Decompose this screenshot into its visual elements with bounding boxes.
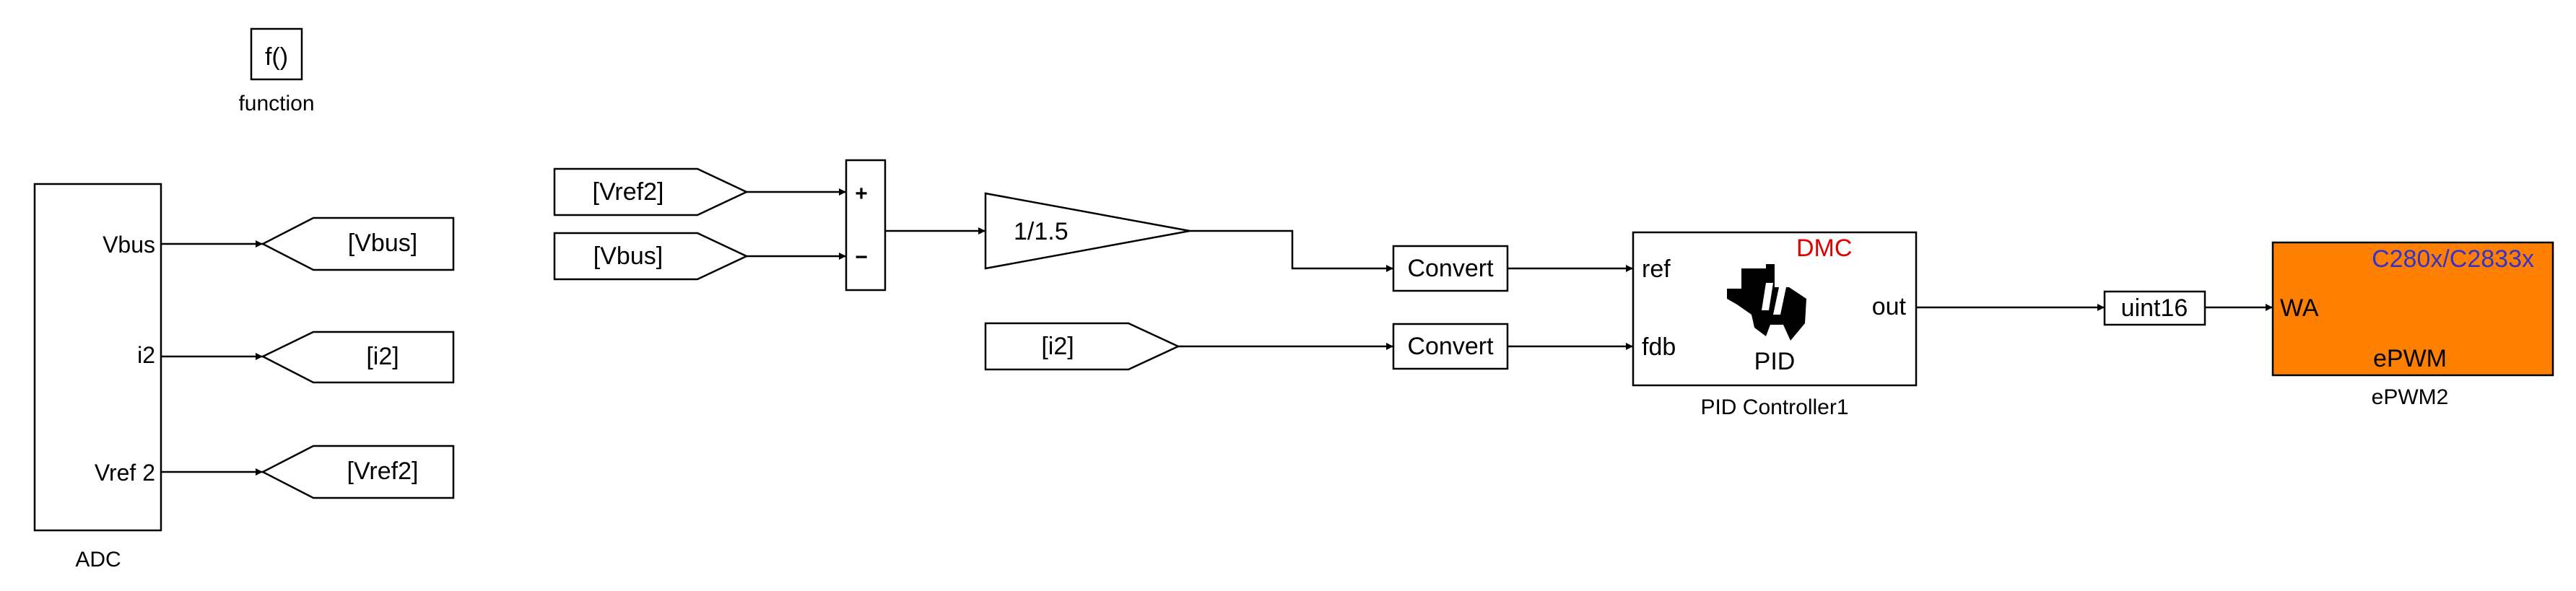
- function-caption: function: [238, 92, 314, 115]
- from-i2-label: [i2]: [1041, 333, 1074, 360]
- gain-block[interactable]: 1/1.5: [984, 192, 1191, 270]
- goto-vref2-label: [Vref2]: [347, 458, 419, 485]
- sum-block[interactable]: + −: [845, 159, 887, 292]
- pid-input-ref: ref: [1642, 255, 1671, 283]
- goto-i2[interactable]: [i2]: [261, 330, 455, 384]
- pid-name: PID: [1754, 348, 1796, 375]
- sum-sign-minus: −: [855, 245, 868, 269]
- adc-block[interactable]: Vbus i2 Vref 2: [33, 183, 162, 532]
- function-block[interactable]: f(): [250, 27, 303, 81]
- epwm-caption: ePWM2: [2372, 385, 2449, 409]
- adc-port-vbus: Vbus: [103, 232, 155, 258]
- uint16-convert-block[interactable]: uint16: [2103, 290, 2206, 326]
- pid-caption: PID Controller1: [1700, 395, 1848, 419]
- goto-vbus-label: [Vbus]: [348, 229, 417, 257]
- goto-vbus[interactable]: [Vbus]: [261, 216, 455, 271]
- epwm-chip-label: C280x/C2833x: [2372, 245, 2534, 273]
- pid-input-fdb: fdb: [1642, 333, 1676, 361]
- uint16-label: uint16: [2121, 294, 2188, 322]
- epwm-block[interactable]: C280x/C2833x WA ePWM: [2271, 241, 2554, 377]
- function-symbol: f(): [265, 43, 288, 71]
- pid-dmc-badge: DMC: [1796, 235, 1852, 262]
- goto-i2-label: [i2]: [366, 343, 399, 370]
- epwm-name: ePWM: [2373, 345, 2447, 372]
- from-vref2-label: [Vref2]: [593, 178, 664, 206]
- convert-fdb-block[interactable]: Convert: [1392, 323, 1509, 370]
- gain-label: 1/1.5: [1014, 218, 1069, 245]
- signal-line-gain-convert: [1190, 229, 1393, 272]
- from-vbus[interactable]: [Vbus]: [553, 232, 749, 281]
- epwm-input-wa: WA: [2280, 294, 2319, 322]
- pid-output-out: out: [1872, 293, 1907, 320]
- adc-port-i2: i2: [137, 342, 155, 368]
- convert-ref-label: Convert: [1407, 255, 1494, 282]
- pid-controller-block[interactable]: ref fdb out DMC PID: [1632, 231, 1918, 387]
- goto-vref2[interactable]: [Vref2]: [261, 445, 455, 499]
- from-vbus-label: [Vbus]: [593, 242, 663, 270]
- adc-port-vref2: Vref 2: [95, 460, 155, 486]
- texas-instruments-logo-icon: [1727, 264, 1806, 341]
- from-i2[interactable]: [i2]: [984, 322, 1180, 371]
- convert-fdb-label: Convert: [1407, 333, 1494, 360]
- adc-caption: ADC: [75, 548, 121, 572]
- convert-ref-block[interactable]: Convert: [1392, 245, 1509, 292]
- from-vref2[interactable]: [Vref2]: [553, 167, 749, 216]
- sum-sign-plus: +: [855, 182, 868, 206]
